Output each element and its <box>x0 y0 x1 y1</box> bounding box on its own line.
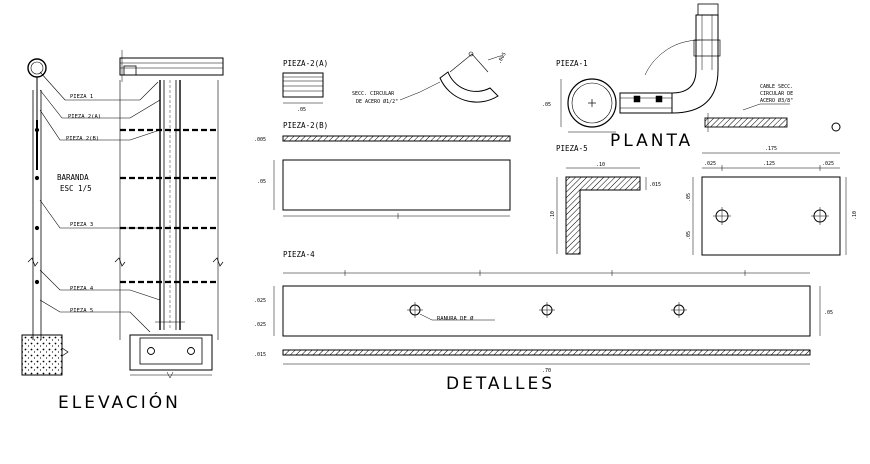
elevation-title: ELEVACIÓN <box>58 391 181 413</box>
scale-label: ESC 1/5 <box>60 184 92 193</box>
pieza-4-plate <box>282 285 811 337</box>
plate-dim-mid: .125 <box>763 161 775 167</box>
pieza-4-detail <box>273 270 821 365</box>
pieza-4-dim-mid: .025 <box>254 322 266 328</box>
pieza-4-slot-note: RANURA DE Ø <box>437 315 474 322</box>
pieza-5-detail <box>556 167 647 255</box>
base-plate <box>129 334 213 371</box>
pieza-2b-plate <box>282 159 511 211</box>
elevation-leaders <box>39 71 161 333</box>
label-pieza-2a: PIEZA 2(A) <box>68 114 101 120</box>
pieza-4-dim-thick: .015 <box>254 352 266 358</box>
pieza-2b-dim-thick: .005 <box>254 137 266 143</box>
pieza-5-dim-height: .10 <box>550 211 556 220</box>
label-pieza-3: PIEZA 3 <box>70 222 93 228</box>
pieza-5-angle <box>565 176 641 255</box>
pieza-1-title: PIEZA-1 <box>556 59 588 68</box>
pieza-2a-note-2: DE ACERO Ø1/2" <box>356 98 398 105</box>
pieza-2a-dim-width: .05 <box>297 107 306 113</box>
plate-dim-v2: .05 <box>686 231 692 240</box>
label-pieza-2b: PIEZA 2(B) <box>66 136 99 142</box>
pieza-1-tube <box>567 78 617 128</box>
pieza-4-title: PIEZA-4 <box>283 250 315 259</box>
details-title: DETALLES <box>446 374 555 394</box>
pieza-2a-note-1: SECC. CIRCULAR <box>352 91 395 97</box>
pieza-5-title: PIEZA-5 <box>556 144 588 153</box>
curved-rail-piece <box>439 71 499 103</box>
pieza-5-dim-top: .10 <box>596 162 605 168</box>
plate-dim-right: .025 <box>822 161 834 167</box>
plate-dim-total: .175 <box>765 146 777 152</box>
pieza-2a-title: PIEZA-2(A) <box>283 59 328 68</box>
pieza-1-detail <box>560 3 841 133</box>
base-plate-rect <box>701 176 841 256</box>
pieza-2b-title: PIEZA-2(B) <box>283 121 328 130</box>
concrete-footing <box>21 334 63 376</box>
label-pieza-5: PIEZA 5 <box>70 308 93 314</box>
pieza-1-elbow <box>671 14 719 114</box>
cable-note-1: CABLE SECC. <box>760 84 793 90</box>
pieza-4-dim-total: .70 <box>542 368 551 374</box>
pieza-2b-detail <box>273 135 511 219</box>
plate-dim-left: .025 <box>704 161 716 167</box>
pieza-2b-dim-height: .05 <box>257 179 266 185</box>
top-rail <box>119 57 224 76</box>
pieza-4-dim-top: .025 <box>254 298 266 304</box>
pieza-5-dim-side: .015 <box>649 182 661 188</box>
label-pieza-1: PIEZA 1 <box>70 94 93 100</box>
baranda-label: BARANDA <box>57 173 89 182</box>
pieza-4-dim-right: .05 <box>824 310 833 316</box>
plate-dim-v1: .05 <box>686 193 692 202</box>
elevation-view <box>21 50 224 379</box>
label-pieza-4: PIEZA 4 <box>70 286 94 292</box>
plan-title: PLANTA <box>610 131 693 151</box>
pieza-2a-dim-small: .005 <box>497 52 508 65</box>
pieza-1-dim-diameter: .05 <box>542 102 551 108</box>
cable-note-3: ACERO Ø3/8" <box>760 97 793 104</box>
bracket <box>123 65 137 76</box>
plate-dim-height: .10 <box>852 211 858 220</box>
cable-note-2: CIRCULAR DE <box>760 91 793 97</box>
base-plate-detail <box>692 152 847 256</box>
pieza-2a-detail <box>282 51 501 104</box>
